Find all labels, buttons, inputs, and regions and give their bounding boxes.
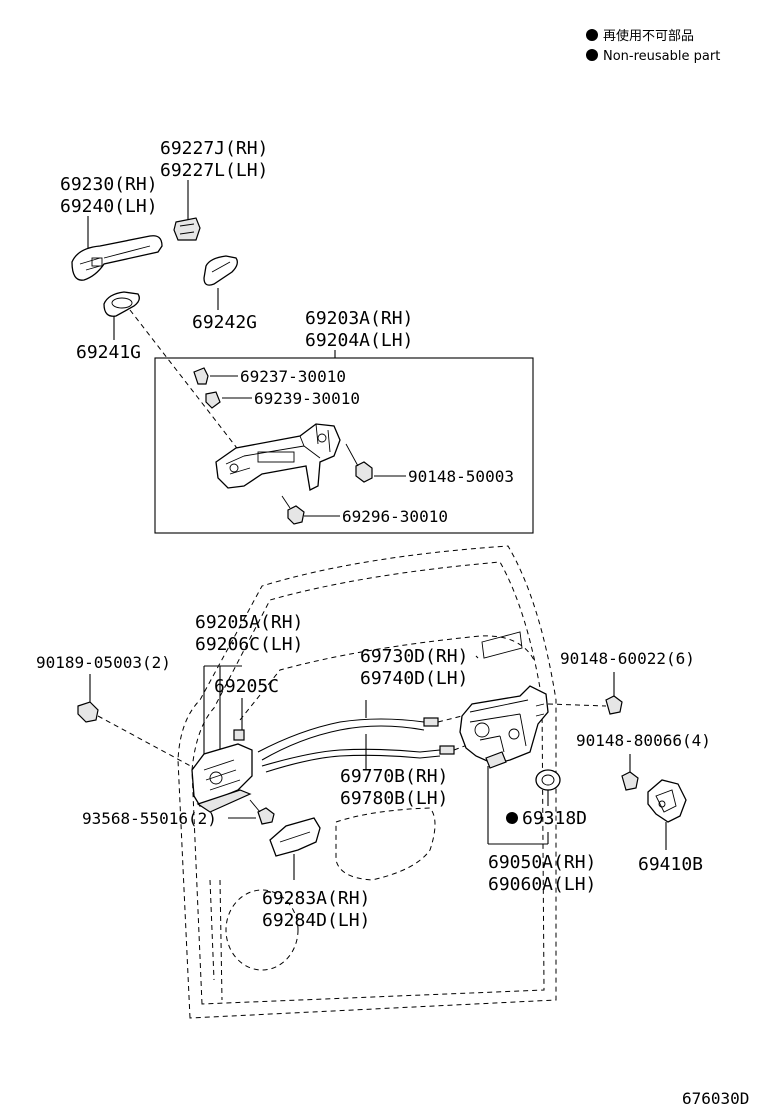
cable-69730D [257,718,425,753]
label-69239: 69239-30010 [254,389,360,408]
non-reusable-dot-icon [586,29,598,41]
label-69205C: 69205C [214,676,279,697]
clip-69239-icon [205,391,221,409]
diagram-code: 676030D [682,1089,749,1108]
outside-handle-group: 69227J(RH) 69227L(LH) 69230(RH) 69240(LH… [60,138,268,453]
label-90189: 90189-05003(2) [36,653,171,672]
inside-handle-group: 69205A(RH) 69206C(LH) 69205C 90189-05003… [36,612,303,828]
label-69206C: 69206C(LH) [195,634,303,655]
label-69283A: 69283A(RH) [262,888,370,909]
label-69237: 69237-30010 [240,367,346,386]
seal-ring-69318D-icon [535,769,561,791]
legend: 再使用不可部品 Non-reusable part [586,28,720,64]
label-69205A: 69205A(RH) [195,612,303,633]
screw-90148-50003-icon [355,461,373,483]
bezel-group: 69283A(RH) 69284D(LH) [262,817,370,931]
label-69060A: 69060A(LH) [488,874,596,895]
label-69204A: 69204A(LH) [305,330,413,351]
label-69227J: 69227J(RH) [160,138,268,159]
label-69230: 69230(RH) [60,174,158,195]
screw-90148-60022-icon [605,695,623,715]
screw-90148-80066-icon [621,771,639,791]
door-lock-icon [459,685,549,765]
label-69227L: 69227L(LH) [160,160,268,181]
cable-69770B [261,748,441,767]
legend-jp: 再使用不可部品 [603,28,694,44]
label-69780B: 69780B(LH) [340,788,448,809]
outside-handle-icon [71,235,163,281]
label-90148-80066: 90148-80066(4) [576,731,711,750]
frame-assembly-group: 69203A(RH) 69204A(LH) 69237-30010 69239-… [154,308,534,534]
clip-69237-icon [193,367,209,385]
legend-en: Non-reusable part [603,49,720,64]
bolt-69296-icon [287,505,305,525]
frame-assembly-box [154,357,534,534]
label-69284D: 69284D(LH) [262,910,370,931]
label-90148-60022: 90148-60022(6) [560,649,695,668]
handle-pad-icon [203,255,238,286]
label-69240: 69240(LH) [60,196,158,217]
label-69050A: 69050A(RH) [488,852,596,873]
label-69740D: 69740D(LH) [360,668,468,689]
handle-cap-icon [173,217,201,241]
label-69730D: 69730D(RH) [360,646,468,667]
handle-gasket-icon [103,291,140,317]
label-69410B: 69410B [638,854,703,875]
handle-frame-icon [215,423,341,491]
lock-assembly-group: 90148-60022(6) 69318D 69050A(RH) 69060A(… [459,649,711,895]
label-69242G: 69242G [192,312,257,333]
label-69318D: 69318D [522,808,587,829]
label-69770B: 69770B(RH) [340,766,448,787]
label-69296: 69296-30010 [342,507,448,526]
screw-93568-icon [257,807,275,825]
non-reusable-dot-icon [506,812,518,824]
clip-90189-icon [77,701,99,723]
non-reusable-dot-icon [586,49,598,61]
cables-group: 69730D(RH) 69740D(LH) 69770B(RH) 69780B(… [257,646,479,809]
label-69241G: 69241G [76,342,141,363]
striker-69410B-icon [647,779,687,823]
label-69203A: 69203A(RH) [305,308,413,329]
label-90148-50003: 90148-50003 [408,467,514,486]
label-93568: 93568-55016(2) [82,809,217,828]
